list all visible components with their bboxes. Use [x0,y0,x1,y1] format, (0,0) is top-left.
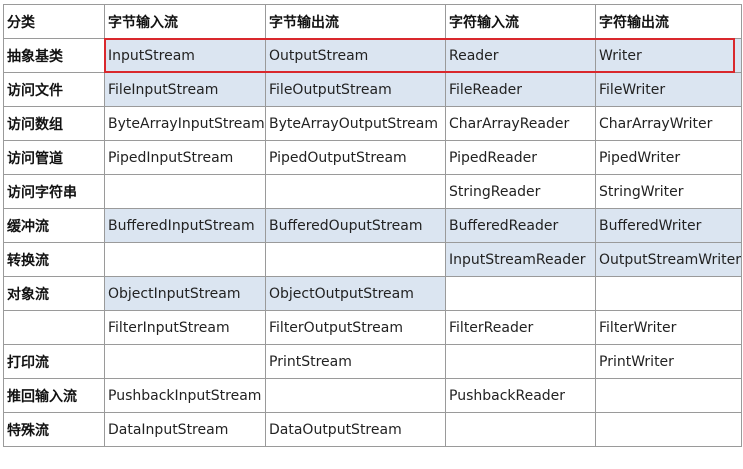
table-cell: BufferedOuputStream [265,208,446,243]
row-category: 特殊流 [3,412,105,447]
row-category: 抽象基类 [3,38,105,73]
row-category: 转换流 [3,242,105,277]
row-category: 访问文件 [3,72,105,107]
table-cell [445,412,596,447]
table-cell: PipedInputStream [104,140,266,175]
table-cell: PrintStream [265,344,446,379]
table-cell: PushbackReader [445,378,596,413]
table-cell: StringReader [445,174,596,209]
header-char-output: 字符输出流 [595,4,742,39]
table-cell: PipedWriter [595,140,742,175]
table-cell: FilterWriter [595,310,742,345]
table-row: 打印流 PrintStream PrintWriter [3,344,742,379]
row-category: 访问数组 [3,106,105,141]
table-cell: BufferedReader [445,208,596,243]
row-category: 对象流 [3,276,105,311]
header-byte-input: 字节输入流 [104,4,266,39]
row-category: 访问管道 [3,140,105,175]
table-cell: FileOutputStream [265,72,446,107]
table-cell: ByteArrayInputStream [104,106,266,141]
table-cell: Reader [445,38,596,73]
table-cell: BufferedWriter [595,208,742,243]
table-cell [445,344,596,379]
header-row: 分类 字节输入流 字节输出流 字符输入流 字符输出流 [3,4,742,39]
table-cell: InputStreamReader [445,242,596,277]
row-category [3,310,105,345]
table-cell: FileWriter [595,72,742,107]
table-cell: PipedOutputStream [265,140,446,175]
header-byte-output: 字节输出流 [265,4,446,39]
table-cell: CharArrayReader [445,106,596,141]
table-cell: FileInputStream [104,72,266,107]
header-category: 分类 [3,4,105,39]
row-category: 缓冲流 [3,208,105,243]
table-cell [104,344,266,379]
table-cell: ByteArrayOutputStream [265,106,446,141]
row-category: 访问字符串 [3,174,105,209]
table-cell: PushbackInputStream [104,378,266,413]
table-cell: FilterOutputStream [265,310,446,345]
table-cell: PipedReader [445,140,596,175]
table-cell [265,378,446,413]
row-category: 推回输入流 [3,378,105,413]
table-cell [595,378,742,413]
table-cell: DataOutputStream [265,412,446,447]
table-cell: CharArrayWriter [595,106,742,141]
table-cell: FilterReader [445,310,596,345]
table-cell: OutputStreamWriter [595,242,742,277]
table-cell: InputStream [104,38,266,73]
table-cell: Writer [595,38,742,73]
table-cell [595,412,742,447]
table-cell: BufferedInputStream [104,208,266,243]
table-cell: FilterInputStream [104,310,266,345]
table-cell: PrintWriter [595,344,742,379]
table-cell: FileReader [445,72,596,107]
table-cell [265,174,446,209]
table-cell [104,242,266,277]
table-cell [445,276,596,311]
table-cell [104,174,266,209]
table-cell: OutputStream [265,38,446,73]
table-cell: StringWriter [595,174,742,209]
header-char-input: 字符输入流 [445,4,596,39]
table-cell: ObjectOutputStream [265,276,446,311]
table-cell: ObjectInputStream [104,276,266,311]
table-cell [265,242,446,277]
row-category: 打印流 [3,344,105,379]
table-cell [595,276,742,311]
table-cell: DataInputStream [104,412,266,447]
